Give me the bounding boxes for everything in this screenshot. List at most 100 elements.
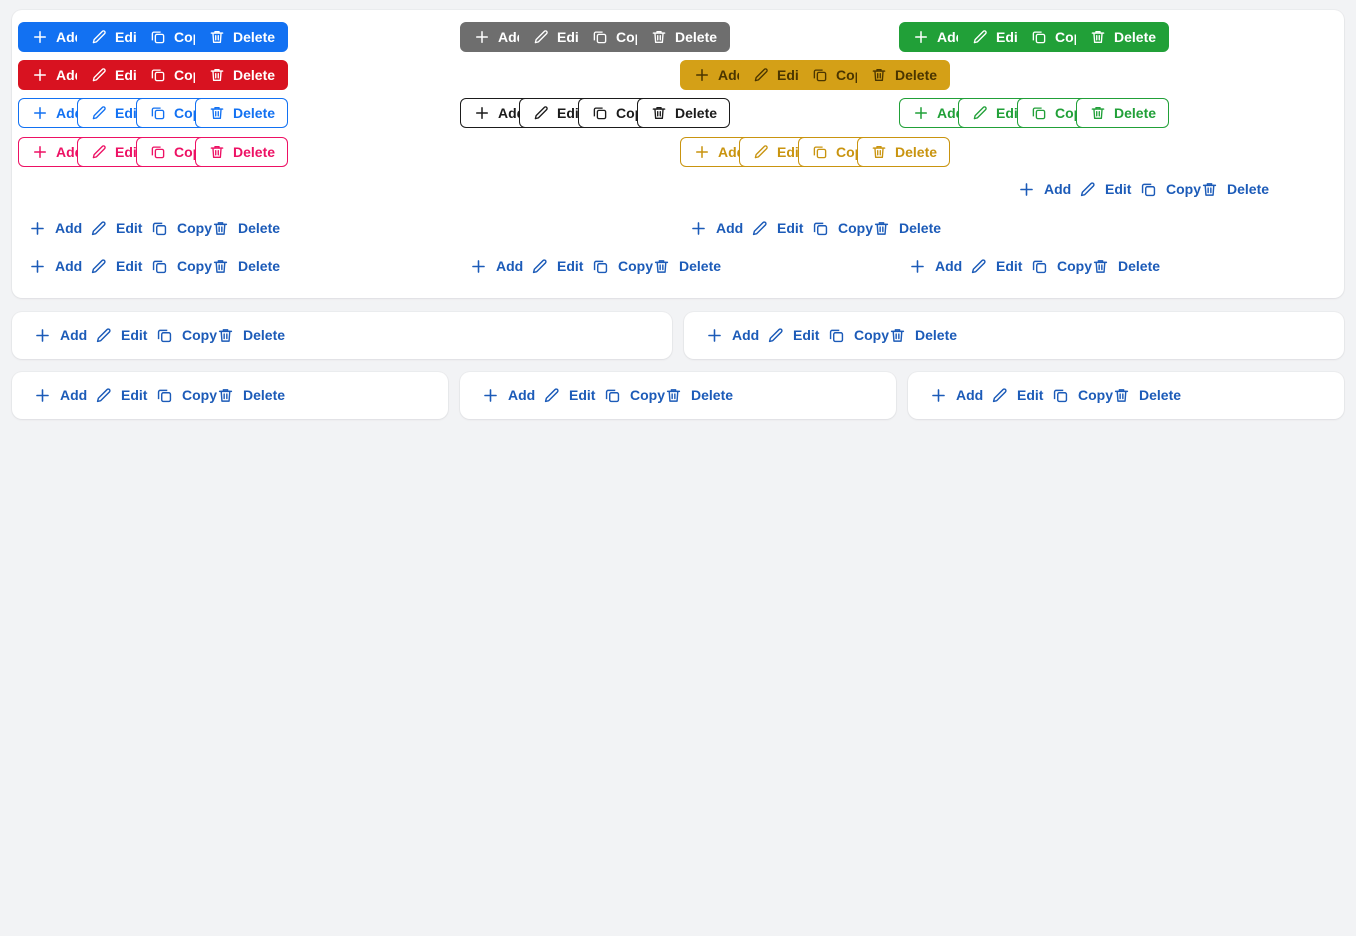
plus-icon [705, 326, 724, 345]
card-third-2-copy-button[interactable]: Copy [600, 380, 668, 410]
trash-icon [216, 326, 235, 345]
plus-icon [28, 257, 47, 276]
pencil-icon [752, 66, 770, 84]
button-label: Add [935, 258, 963, 274]
button-label: Delete [243, 387, 286, 403]
plus-icon [473, 104, 491, 122]
text-center-row2-edit-button[interactable]: Edit [527, 251, 586, 281]
trash-icon [211, 257, 230, 276]
card-third-3-add-button[interactable]: Add [926, 380, 986, 410]
button-label: Add [1044, 181, 1072, 197]
button-label: Delete [675, 105, 718, 121]
card-third-2-add-button[interactable]: Add [478, 380, 538, 410]
primary-outline-delete-button[interactable]: Delete [195, 98, 289, 128]
success-outline-delete-button[interactable]: Delete [1076, 98, 1170, 128]
warning-outline-delete-button[interactable]: Delete [857, 137, 951, 167]
text-right-copy-button[interactable]: Copy [1136, 174, 1204, 204]
warning-solid-delete-button[interactable]: Delete [857, 60, 951, 90]
card-third-2-delete-button[interactable]: Delete [661, 380, 736, 410]
success-solid-delete-button[interactable]: Delete [1076, 22, 1170, 52]
text-center-row2-copy-button[interactable]: Copy [588, 251, 656, 281]
card-third-3-edit-button[interactable]: Edit [987, 380, 1046, 410]
card-wide-right-add-button[interactable]: Add [702, 320, 762, 350]
button-label: Delete [233, 105, 276, 121]
button-label: Delete [1114, 29, 1157, 45]
button-label: Edit [116, 220, 143, 236]
secondary-solid-delete-button[interactable]: Delete [637, 22, 731, 52]
pencil-icon [969, 257, 988, 276]
card-third-1-add-button[interactable]: Add [30, 380, 90, 410]
card-wide-left-add-button[interactable]: Add [30, 320, 90, 350]
copy-icon [811, 219, 830, 238]
plus-icon [693, 66, 711, 84]
card-wide-right [684, 312, 1344, 359]
trash-icon [664, 386, 683, 405]
card-third-3-delete-button[interactable]: Delete [1109, 380, 1184, 410]
text-left-row2-delete-button[interactable]: Delete [208, 251, 283, 281]
button-label: Copy [1057, 258, 1092, 274]
card-third-1-edit-button[interactable]: Edit [91, 380, 150, 410]
text-left-row2-add-button[interactable]: Add [25, 251, 85, 281]
trash-icon [1091, 257, 1110, 276]
plus-icon [473, 28, 491, 46]
text-left-row1-delete-button[interactable]: Delete [208, 213, 283, 243]
plus-icon [689, 219, 708, 238]
button-label: Delete [675, 29, 718, 45]
pencil-icon [1078, 180, 1097, 199]
copy-icon [591, 28, 609, 46]
text-right-edit-button[interactable]: Edit [1075, 174, 1134, 204]
button-label: Edit [1105, 181, 1132, 197]
text-center-row1-delete-button[interactable]: Delete [869, 213, 944, 243]
button-label: Add [732, 327, 760, 343]
text-center-row1-edit-button[interactable]: Edit [747, 213, 806, 243]
text-left-row2-edit-button[interactable]: Edit [86, 251, 145, 281]
card-third-1-copy-button[interactable]: Copy [152, 380, 220, 410]
button-label: Edit [557, 29, 584, 45]
button-label: Edit [121, 387, 148, 403]
secondary-outline-delete-button[interactable]: Delete [637, 98, 731, 128]
primary-solid-delete-button[interactable]: Delete [195, 22, 289, 52]
text-right-add-button[interactable]: Add [1014, 174, 1074, 204]
button-label: Delete [1227, 181, 1270, 197]
text-left-row1-add-button[interactable]: Add [25, 213, 85, 243]
text-right-row2-copy-button[interactable]: Copy [1027, 251, 1095, 281]
trash-icon [650, 28, 668, 46]
trash-icon [208, 66, 226, 84]
plus-icon [33, 386, 52, 405]
button-label: Edit [557, 105, 584, 121]
button-label: Delete [1114, 105, 1157, 121]
text-right-row2-add-button[interactable]: Add [905, 251, 965, 281]
copy-icon [1030, 257, 1049, 276]
plus-icon [33, 326, 52, 345]
copy-icon [1030, 28, 1048, 46]
card-third-1-delete-button[interactable]: Delete [213, 380, 288, 410]
danger-solid-delete-button[interactable]: Delete [195, 60, 289, 90]
text-center-row2-delete-button[interactable]: Delete [649, 251, 724, 281]
plus-icon [908, 257, 927, 276]
text-left-row1-copy-button[interactable]: Copy [147, 213, 215, 243]
card-wide-right-copy-button[interactable]: Copy [824, 320, 892, 350]
text-right-delete-button[interactable]: Delete [1197, 174, 1272, 204]
card-wide-right-edit-button[interactable]: Edit [763, 320, 822, 350]
text-right-row2-delete-button[interactable]: Delete [1088, 251, 1163, 281]
button-label: Add [56, 67, 84, 83]
pencil-icon [532, 104, 550, 122]
card-wide-left-copy-button[interactable]: Copy [152, 320, 220, 350]
button-label: Edit [557, 258, 584, 274]
card-wide-left-edit-button[interactable]: Edit [91, 320, 150, 350]
card-third-3-copy-button[interactable]: Copy [1048, 380, 1116, 410]
text-center-row1-copy-button[interactable]: Copy [808, 213, 876, 243]
text-left-row1-edit-button[interactable]: Edit [86, 213, 145, 243]
card-third-2-edit-button[interactable]: Edit [539, 380, 598, 410]
pencil-icon [90, 104, 108, 122]
text-left-row2-copy-button[interactable]: Copy [147, 251, 215, 281]
copy-icon [811, 66, 829, 84]
button-label: Copy [1166, 181, 1201, 197]
text-center-row2-add-button[interactable]: Add [466, 251, 526, 281]
pencil-icon [766, 326, 785, 345]
card-wide-left-delete-button[interactable]: Delete [213, 320, 288, 350]
text-center-row1-add-button[interactable]: Add [686, 213, 746, 243]
card-wide-right-delete-button[interactable]: Delete [885, 320, 960, 350]
text-right-row2-edit-button[interactable]: Edit [966, 251, 1025, 281]
pink-outline-delete-button[interactable]: Delete [195, 137, 289, 167]
